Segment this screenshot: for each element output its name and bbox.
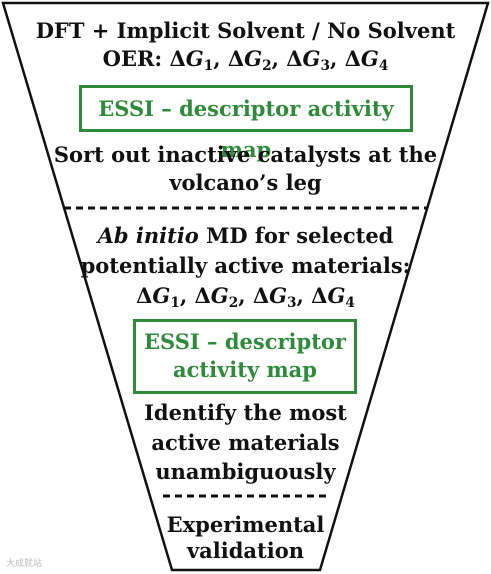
stage2-identify-line2: active materials bbox=[151, 430, 340, 455]
ab-initio-text: Ab initio bbox=[97, 223, 199, 248]
delta-g2: ΔG2 bbox=[227, 46, 272, 75]
delta-g4: ΔG4 bbox=[311, 283, 355, 312]
oer-prefix: OER: bbox=[102, 46, 170, 71]
stage2-md-line: Ab initio MD for selected bbox=[0, 223, 491, 249]
stage2-essi-box: ESSI – descriptor activity map bbox=[133, 319, 357, 394]
stage2-identify-line1: Identify the most bbox=[144, 400, 347, 425]
delta-g3: ΔG3 bbox=[252, 283, 297, 312]
stage1-essi-label: ESSI – descriptor activity map bbox=[98, 96, 394, 162]
delta-g3: ΔG3 bbox=[286, 46, 330, 75]
stage3-line1: Experimental bbox=[166, 512, 325, 537]
delta-g1: ΔG1 bbox=[136, 283, 180, 312]
stage1-essi-box: ESSI – descriptor activity map bbox=[79, 85, 413, 162]
stage2-essi-line1: ESSI – descriptor bbox=[144, 329, 346, 354]
stage2-essi-line2: activity map bbox=[173, 357, 317, 382]
watermark: 大成就站 bbox=[6, 559, 43, 569]
stage1-sort-line1: Sort out inactive catalysts at the bbox=[53, 142, 438, 167]
stage3-line2: validation bbox=[186, 538, 304, 563]
stage1-method-line: DFT + Implicit Solvent / No Solvent bbox=[35, 18, 456, 43]
stage2-delta-line: ΔG1, ΔG2, ΔG3, ΔG4 bbox=[136, 283, 355, 312]
stage2-materials-line: potentially active materials: bbox=[80, 253, 411, 278]
stage1-sort-line2: volcano’s leg bbox=[169, 170, 322, 195]
delta-g2: ΔG2 bbox=[194, 283, 239, 312]
delta-g4: ΔG4 bbox=[344, 46, 389, 75]
md-rest-text: MD for selected bbox=[198, 223, 394, 248]
delta-g1: ΔG1 bbox=[169, 46, 214, 75]
stage1-oer-line: OER: ΔG1, ΔG2, ΔG3, ΔG4 bbox=[102, 46, 389, 75]
stage2-identify-line3: unambiguously bbox=[155, 459, 336, 484]
